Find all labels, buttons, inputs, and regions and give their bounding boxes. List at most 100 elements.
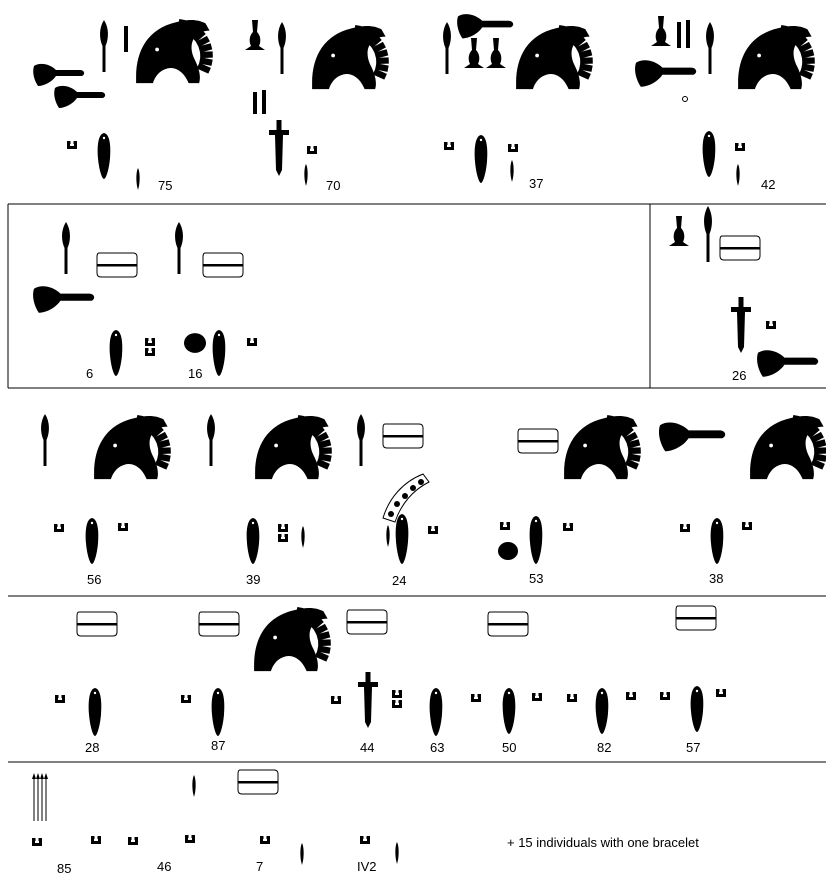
- toothed-crest-icon: [516, 25, 593, 89]
- blade-icon: [475, 135, 488, 183]
- bracelet-icon: [278, 534, 288, 542]
- pin-icon: [651, 16, 671, 46]
- blade-icon: [86, 518, 99, 564]
- bracelet-icon: [626, 692, 636, 700]
- knife-icon: [386, 525, 389, 547]
- pin-icon: [124, 26, 128, 52]
- pin-icon: [245, 20, 265, 50]
- blade-icon: [98, 133, 111, 179]
- grave-label: 6: [86, 366, 93, 381]
- grave-label: 28: [85, 740, 99, 755]
- grave-label: 26: [732, 368, 746, 383]
- blade-icon: [596, 688, 609, 734]
- bracelet-icon: [660, 692, 670, 700]
- bracelet-icon: [428, 526, 438, 534]
- whetstone-icon: [720, 236, 760, 260]
- toothed-crest-icon: [738, 25, 815, 89]
- toothed-crest-icon: [94, 415, 171, 479]
- bracelet-icon: [118, 523, 128, 531]
- toothed-crest-icon: [312, 25, 389, 89]
- blade-icon: [430, 688, 443, 736]
- blade-icon: [89, 688, 102, 736]
- toothed-crest-icon: [136, 19, 213, 83]
- bracelet-icon: [392, 690, 402, 698]
- knife-icon: [736, 164, 739, 186]
- grave-label: 53: [529, 571, 543, 586]
- grave-label: IV2: [357, 859, 377, 874]
- grave-label: 87: [211, 738, 225, 753]
- knife-icon: [136, 168, 139, 190]
- whetstone-icon: [77, 612, 117, 636]
- bracelet-icon: [680, 524, 690, 532]
- bead-band-icon: [383, 474, 429, 522]
- spearhead-icon: [443, 22, 451, 74]
- bracelet-icon: [742, 522, 752, 530]
- grave-label: 63: [430, 740, 444, 755]
- bracelet-icon: [735, 143, 745, 151]
- ring-icon: [683, 97, 688, 102]
- pin-icon: [677, 22, 681, 48]
- grave-label: 82: [597, 740, 611, 755]
- bracelet-icon: [500, 522, 510, 530]
- spearhead-icon: [706, 22, 714, 74]
- blade-icon: [212, 688, 225, 736]
- grave-label: 24: [392, 573, 406, 588]
- bracelet-icon: [145, 348, 155, 356]
- spearhead-icon: [278, 22, 286, 74]
- spearhead-icon: [62, 222, 70, 274]
- whetstone-icon: [676, 606, 716, 630]
- whetstone-icon: [199, 612, 239, 636]
- grave-label: 37: [529, 176, 543, 191]
- axe-head-icon: [33, 286, 94, 312]
- axe-head-icon: [54, 86, 105, 108]
- pin-icon: [253, 92, 257, 114]
- bracelet-icon: [145, 338, 155, 346]
- whetstone-icon: [383, 424, 423, 448]
- bracelet-icon: [508, 144, 518, 152]
- grave-label: 38: [709, 571, 723, 586]
- bracelet-icon: [331, 696, 341, 704]
- bracelet-icon: [444, 142, 454, 150]
- whetstone-icon: [347, 610, 387, 634]
- grave-label: 44: [360, 740, 374, 755]
- spearhead-icon: [175, 222, 183, 274]
- grave-label: 75: [158, 178, 172, 193]
- knife-icon: [301, 526, 304, 548]
- bracelet-icon: [471, 694, 481, 702]
- spearhead-icon: [41, 414, 49, 466]
- pin-icon: [686, 20, 690, 48]
- bracelet-icon: [54, 524, 64, 532]
- bracelet-icon: [278, 524, 288, 532]
- toothed-crest-icon: [564, 415, 641, 479]
- bracelet-icon: [128, 837, 138, 845]
- axe-head-icon: [33, 64, 84, 86]
- grave-label: 16: [188, 366, 202, 381]
- grave-label: 42: [761, 177, 775, 192]
- bracelet-icon: [260, 836, 270, 844]
- pin-icon: [486, 38, 506, 68]
- grave-label: 70: [326, 178, 340, 193]
- blade-icon: [247, 518, 260, 564]
- blade-icon: [530, 516, 543, 564]
- bracelet-icon: [181, 695, 191, 703]
- axe-head-icon: [757, 350, 818, 376]
- grave-label: 56: [87, 572, 101, 587]
- bracelet-icon: [766, 321, 776, 329]
- knife-icon: [395, 842, 398, 864]
- bracelet-icon: [307, 146, 317, 154]
- knife-icon: [304, 164, 307, 186]
- axe-head-icon: [457, 14, 513, 38]
- bracelet-icon: [532, 693, 542, 701]
- spearhead-icon: [357, 414, 365, 466]
- mirror-disc-icon: [184, 333, 206, 353]
- blade-icon: [503, 688, 516, 734]
- bracelet-icon: [563, 523, 573, 531]
- bracelet-note: + 15 individuals with one bracelet: [507, 835, 699, 850]
- bracelet-icon: [67, 141, 77, 149]
- whetstone-icon: [518, 429, 558, 453]
- grave-label: 39: [246, 572, 260, 587]
- dagger-icon: [731, 297, 751, 353]
- bracelet-icon: [32, 838, 42, 846]
- whetstone-icon: [203, 253, 243, 277]
